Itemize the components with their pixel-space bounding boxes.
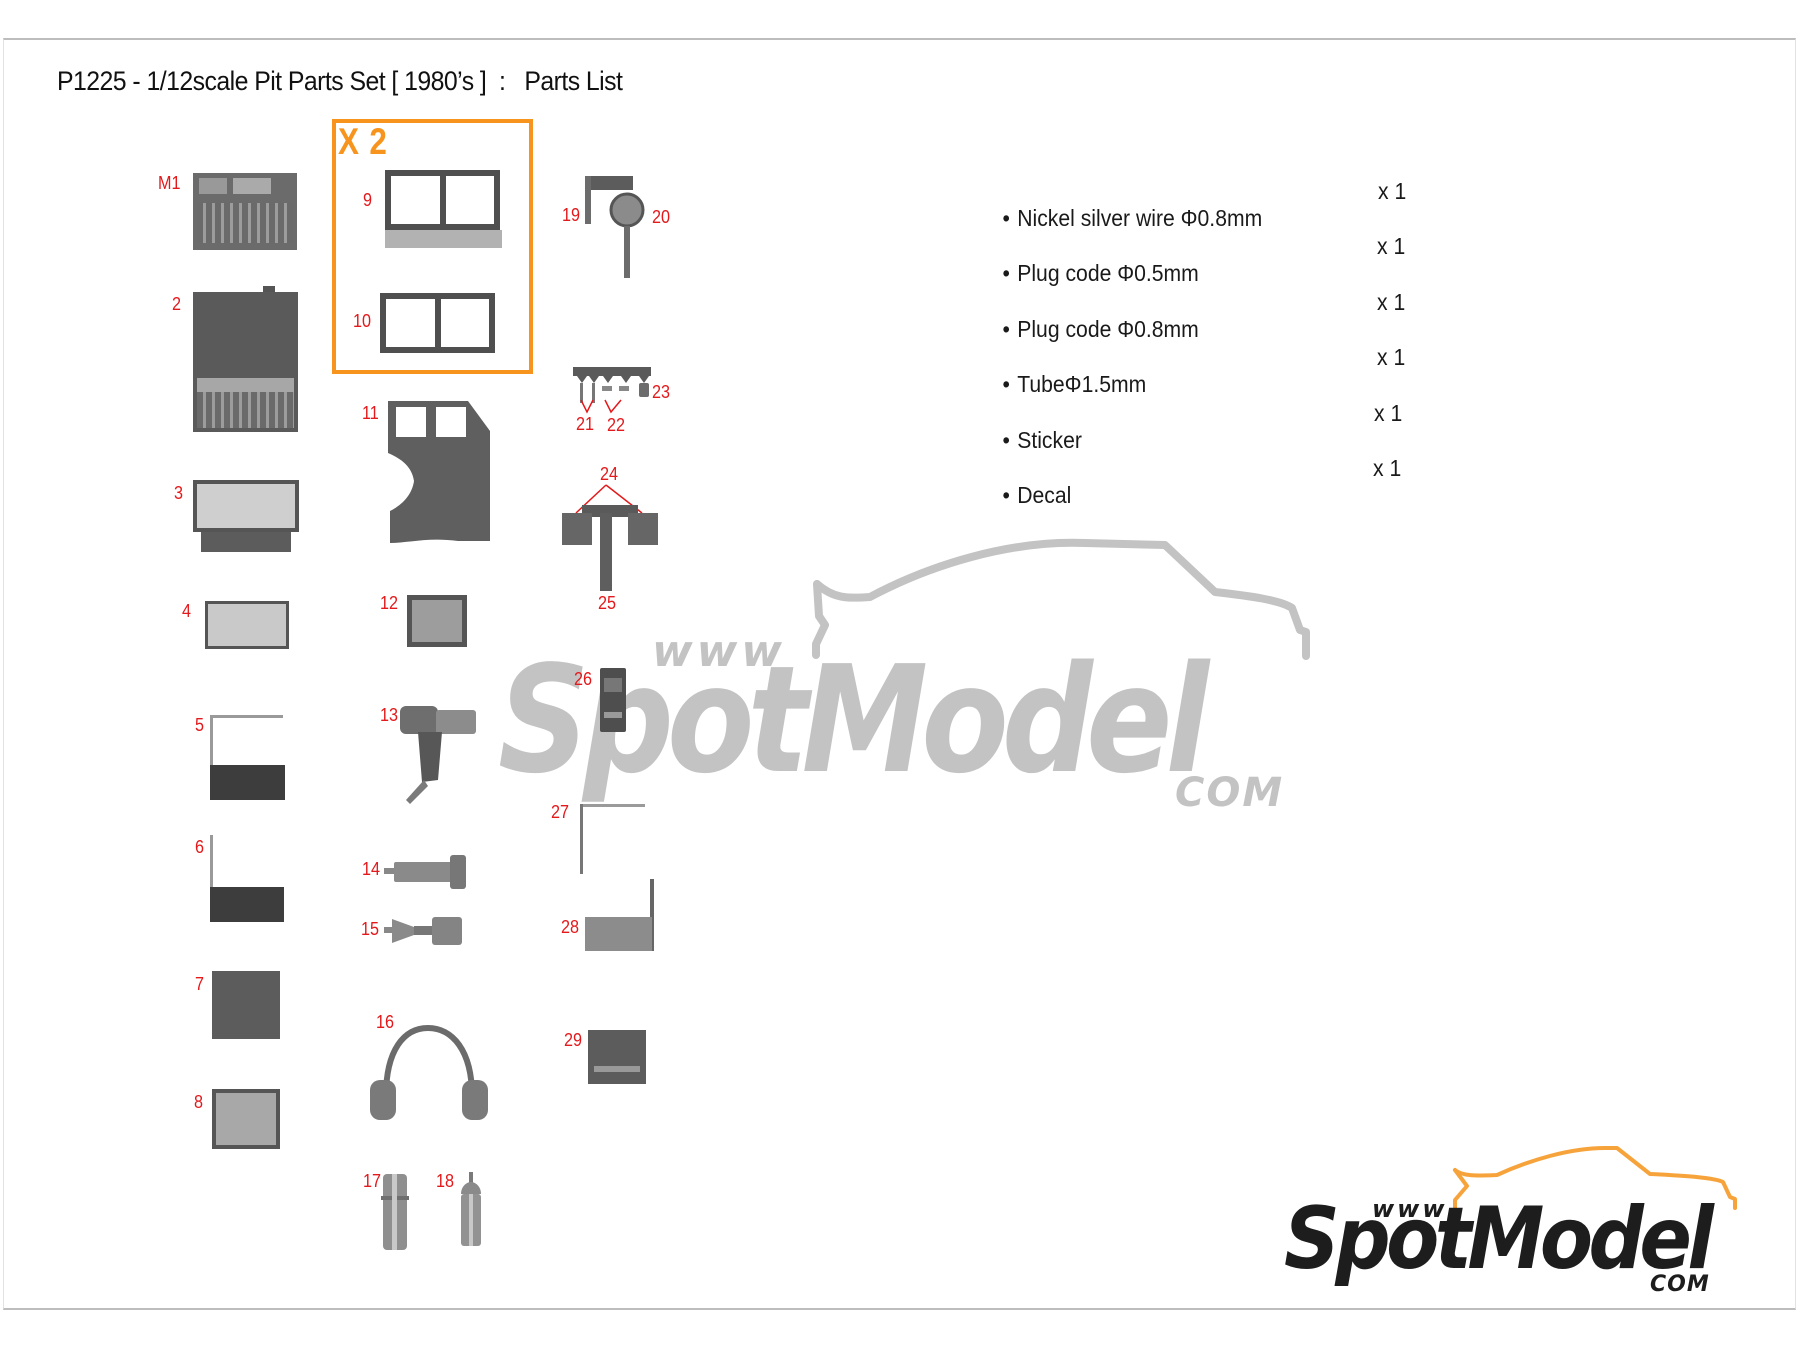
accessory-item: • Plug code Φ0.5mm — [979, 233, 1199, 314]
accessory-name: Plug code Φ0.5mm — [1017, 260, 1199, 286]
part-label-4: 4 — [182, 601, 192, 621]
part-label-2: 2 — [172, 294, 182, 314]
accessory-item: • Sticker — [979, 400, 1082, 481]
accessory-item: • Plug code Φ0.8mm — [979, 289, 1199, 370]
part-2-open-laptop — [193, 286, 298, 432]
part-label-14: 14 — [362, 859, 381, 879]
logo-brand: SpotModel — [1284, 1189, 1714, 1289]
part-label-10: 10 — [353, 311, 372, 331]
quantity-multiplier: X 2 — [338, 121, 388, 162]
part-13-air-gun — [400, 706, 476, 804]
part-label-24: 24 — [600, 464, 619, 484]
part-27-angle-rod-post — [580, 804, 583, 874]
part-15-socket-adapter — [384, 917, 462, 945]
page-title: P1225 - 1/12scale Pit Parts Set [ 1980’s… — [57, 66, 623, 96]
part-label-17: 17 — [363, 1171, 382, 1191]
part-label-3: 3 — [174, 483, 184, 503]
part-9-base — [385, 230, 502, 248]
part-16-headphones — [370, 1024, 488, 1120]
part-18-bottle — [461, 1172, 481, 1246]
accessory-qty: x 1 — [1377, 233, 1406, 259]
part-label-20: 20 — [652, 207, 671, 227]
watermark-www: www — [652, 626, 786, 677]
part-5-bracket-post — [210, 715, 213, 765]
part-label-13: 13 — [380, 705, 399, 725]
part-8-square-tray — [212, 1089, 280, 1149]
part-29-panel-box — [588, 1030, 646, 1084]
part-label-19: 19 — [562, 205, 581, 225]
accessory-qty: x 1 — [1377, 289, 1406, 315]
bullet: • — [1002, 371, 1010, 397]
part-label-21: 21 — [576, 414, 595, 434]
quantity-group-box — [332, 119, 533, 374]
part-4-plate — [205, 601, 289, 649]
accessory-item: • Nickel silver wire Φ0.8mm — [979, 178, 1263, 259]
part-label-8: 8 — [194, 1092, 204, 1112]
part-3-monitor-screen — [193, 480, 299, 532]
part-label-23: 23 — [652, 382, 671, 402]
watermark-tld: COM — [1175, 770, 1285, 816]
logo-tld: COM — [1650, 1272, 1710, 1297]
part-label-18: 18 — [436, 1171, 455, 1191]
part-14-socket-long — [384, 855, 466, 889]
part-label-29: 29 — [564, 1030, 583, 1050]
part-26-control-unit — [600, 668, 626, 732]
part-21-22-leader-lines — [580, 399, 622, 414]
bullet: • — [1002, 482, 1010, 508]
part-label-22: 22 — [607, 415, 626, 435]
part-label-25: 25 — [598, 593, 617, 613]
part-label-26: 26 — [574, 669, 593, 689]
part-label-m1: M1 — [158, 173, 181, 193]
logo-www: www — [1372, 1195, 1448, 1223]
accessory-qty: x 1 — [1373, 455, 1402, 481]
accessory-qty: x 1 — [1377, 344, 1406, 370]
page-frame — [3, 38, 1796, 1310]
accessory-qty: x 1 — [1378, 178, 1407, 204]
part-label-7: 7 — [195, 974, 205, 994]
part-label-28: 28 — [561, 917, 580, 937]
part-19-20-stick-and-round-sign — [585, 176, 645, 278]
part-28-angle-tray-post — [650, 879, 654, 951]
part-12-square-cap — [407, 595, 467, 647]
bullet: • — [1002, 316, 1010, 342]
accessory-item: • TubeΦ1.5mm — [979, 344, 1147, 425]
part-5-bracket-panel — [210, 765, 285, 800]
accessory-qty: x 1 — [1374, 400, 1403, 426]
part-10-double-window-frame — [380, 293, 495, 353]
part-9-double-window-frame — [385, 170, 500, 230]
part-21-23-sprue — [573, 367, 651, 403]
bullet: • — [1002, 260, 1010, 286]
part-24-25-side-plates-and-strip — [562, 484, 658, 591]
part-label-16: 16 — [376, 1012, 395, 1032]
part-6-bracket-post — [210, 835, 213, 887]
accessory-name: Decal — [1017, 482, 1072, 508]
part-m1-laptop-keyboard — [193, 173, 297, 250]
accessory-item: • Decal — [979, 455, 1072, 536]
part-6-bracket-panel — [210, 887, 284, 922]
part-label-5: 5 — [195, 715, 205, 735]
part-label-11: 11 — [362, 403, 379, 423]
part-28-angle-tray — [585, 917, 652, 951]
part-label-27: 27 — [551, 802, 570, 822]
part-3-monitor-stand — [201, 532, 291, 552]
accessory-name: Plug code Φ0.8mm — [1017, 316, 1199, 342]
part-5-bracket-rod — [210, 715, 283, 718]
part-7-box-panel — [212, 971, 280, 1039]
accessory-name: TubeΦ1.5mm — [1017, 371, 1147, 397]
accessory-name: Sticker — [1017, 427, 1082, 453]
part-17-cylinder — [381, 1174, 409, 1250]
accessory-name: Nickel silver wire Φ0.8mm — [1017, 205, 1263, 231]
bullet: • — [1002, 205, 1010, 231]
part-11-door-panel — [388, 401, 490, 543]
part-label-6: 6 — [195, 837, 205, 857]
part-label-9: 9 — [363, 190, 373, 210]
part-label-12: 12 — [380, 593, 399, 613]
part-27-angle-rod-top — [580, 804, 645, 807]
bullet: • — [1002, 427, 1010, 453]
part-label-15: 15 — [361, 919, 380, 939]
